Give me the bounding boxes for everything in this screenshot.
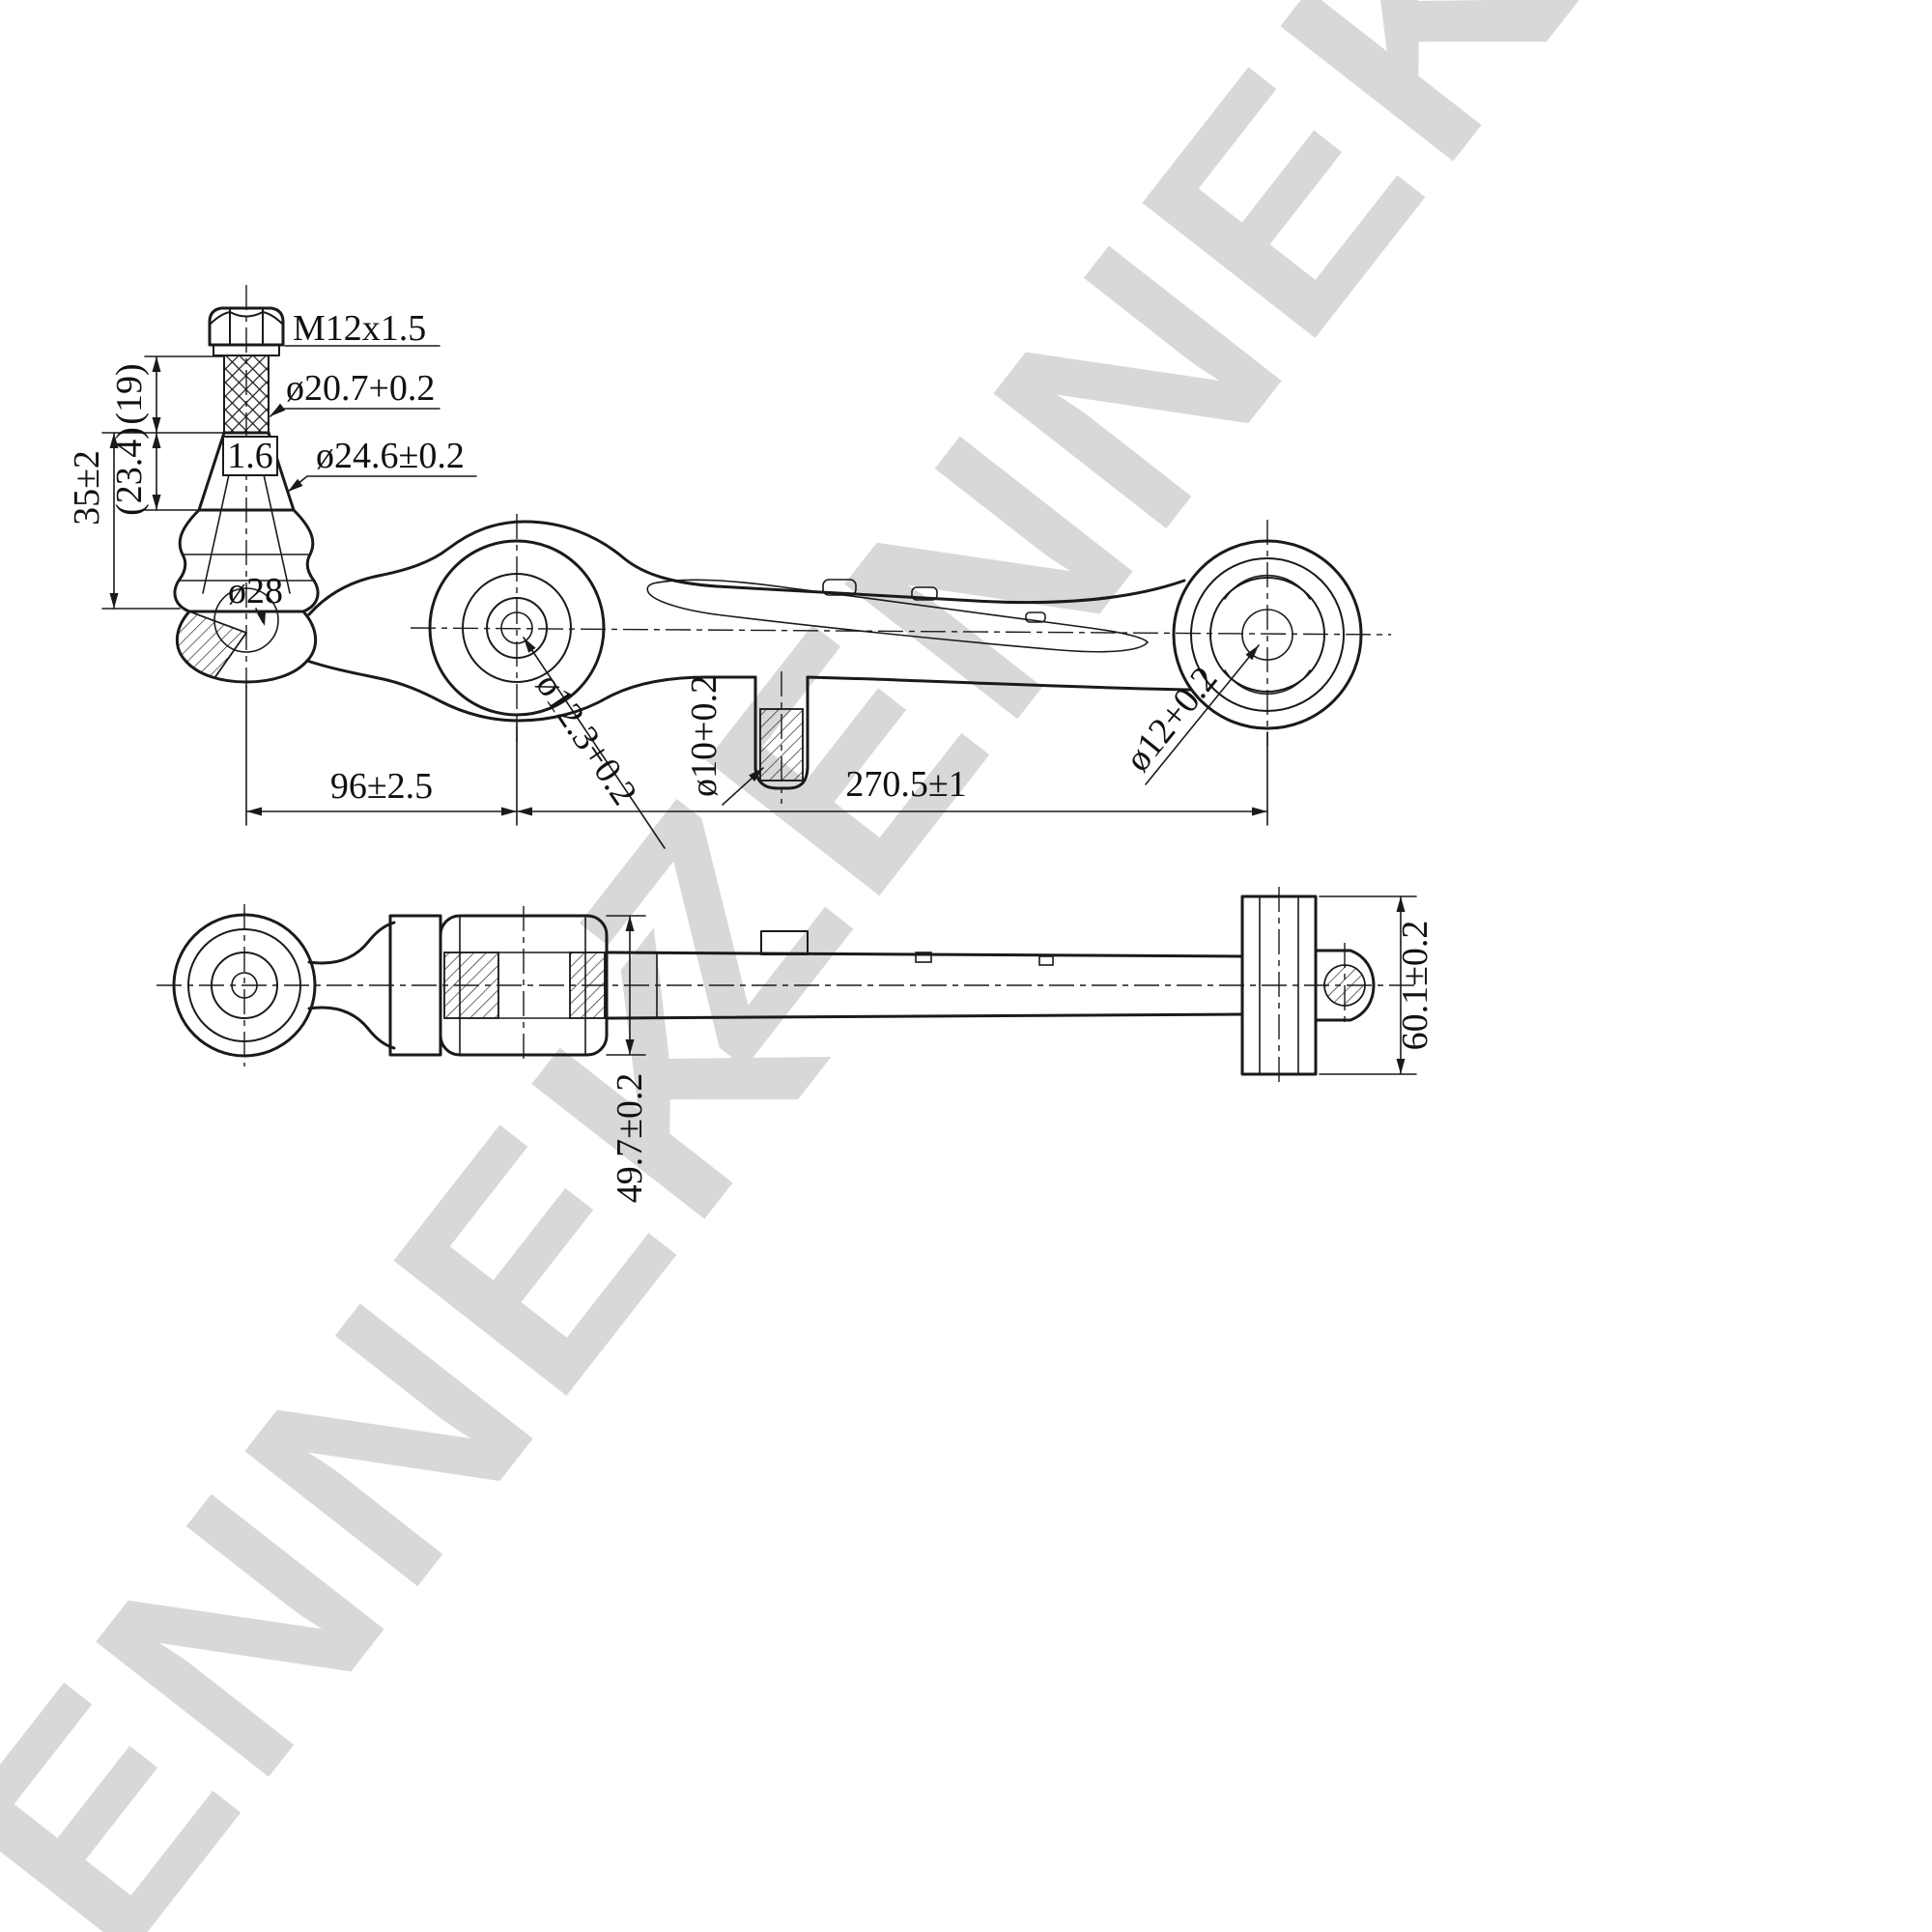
dim-stud-length: (19) xyxy=(109,363,150,424)
dim-bracket-hole: ø10+0.2 xyxy=(684,675,724,797)
threaded-stud xyxy=(223,355,270,434)
mounting-bracket xyxy=(753,671,810,804)
surface-finish-box xyxy=(222,436,278,476)
control-arm-body xyxy=(305,520,1192,723)
dim-rear-bushing-width: 60.1±0.2 xyxy=(1395,921,1435,1051)
plan-rear-bushing xyxy=(1240,887,1376,1084)
dim-ball-joint-height: 35±2 xyxy=(67,450,107,526)
top-view xyxy=(173,285,1392,804)
surface-finish-value: 1.6 xyxy=(227,436,273,476)
arm-rib-detail-2 xyxy=(911,586,938,601)
bottom-view xyxy=(156,887,1418,1084)
dim-ball-diameter: ø28 xyxy=(228,571,283,611)
arm-rib-detail-3 xyxy=(1025,611,1046,623)
arm-rib-detail-1 xyxy=(822,579,857,596)
dim-bushing-center-distance: 270.5±1 xyxy=(845,764,966,805)
plan-ball-joint xyxy=(172,913,317,1058)
arm-axis-centerline xyxy=(410,627,1392,636)
plan-arm-shaft xyxy=(605,930,1244,1020)
dim-thread-spec: M12x1.5 xyxy=(293,308,426,349)
dim-taper-diameter: ø24.6±0.2 xyxy=(316,436,465,476)
dim-taper-length: (23.4) xyxy=(109,427,150,516)
dim-stud-diameter: ø20.7+0.2 xyxy=(286,368,435,409)
housing-section-cut xyxy=(176,611,248,679)
dim-ball-to-front-bushing: 96±2.5 xyxy=(330,766,433,807)
plan-front-bushing-housing xyxy=(439,906,609,1065)
dim-front-housing-width: 49.7±0.2 xyxy=(610,1073,650,1204)
arm-lightening-pocket xyxy=(646,579,1150,653)
plan-bracket-tab xyxy=(760,930,809,955)
hex-nut xyxy=(208,306,285,356)
dust-boot xyxy=(173,508,320,613)
ball-housing xyxy=(176,587,317,684)
